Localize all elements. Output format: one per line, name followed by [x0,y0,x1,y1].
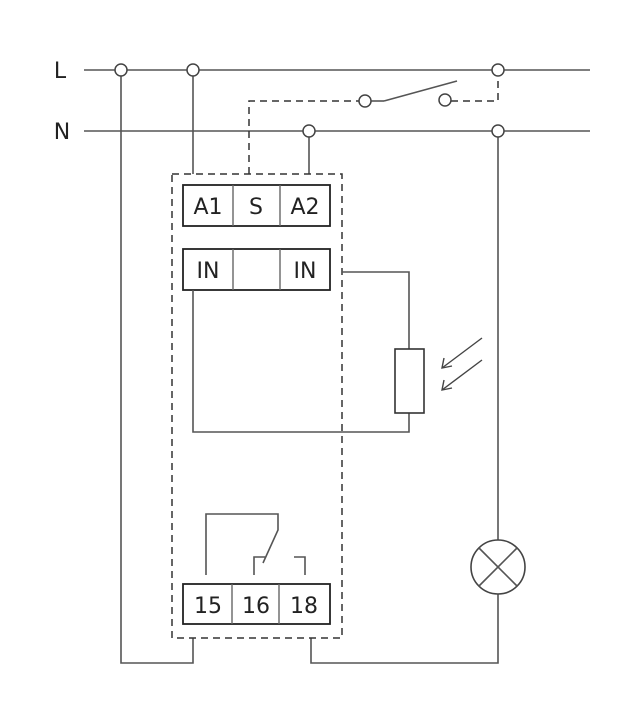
terminal-row-supply: A1 S A2 [182,184,331,227]
line-label-n: N [54,120,70,145]
junction-node [186,63,200,77]
wire-sensor-to-in [192,290,410,433]
terminal-row-input: IN IN [182,248,331,291]
terminal-18: 18 [290,594,318,619]
wire-lamp-to-18 [310,594,499,664]
line-label-l: L [54,59,67,84]
junction-node [302,124,316,138]
switch-node [438,93,452,107]
terminal-a2: A2 [290,195,319,220]
light-arrows-icon [441,337,483,391]
wire-switch-dashed [451,77,499,102]
junction-node [114,63,128,77]
terminal-a1: A1 [193,195,222,220]
junction-node [491,124,505,138]
wire-s-dashed [248,100,359,174]
wire-in-to-sensor [342,271,410,349]
light-sensor-resistor [394,348,425,414]
switch-node [358,94,372,108]
switch-blade [383,80,458,102]
terminal-s: S [249,195,263,220]
terminal-15: 15 [194,594,222,619]
device-enclosure [171,173,343,639]
lamp-icon [470,539,526,595]
terminal-row-relay: 15 16 18 [182,583,331,625]
terminal-in-2: IN [294,259,317,284]
relay-contact [205,513,306,575]
terminal-in-1: IN [197,259,220,284]
wire-l-to-15 [120,70,194,664]
junction-node [491,63,505,77]
terminal-16: 16 [242,594,270,619]
